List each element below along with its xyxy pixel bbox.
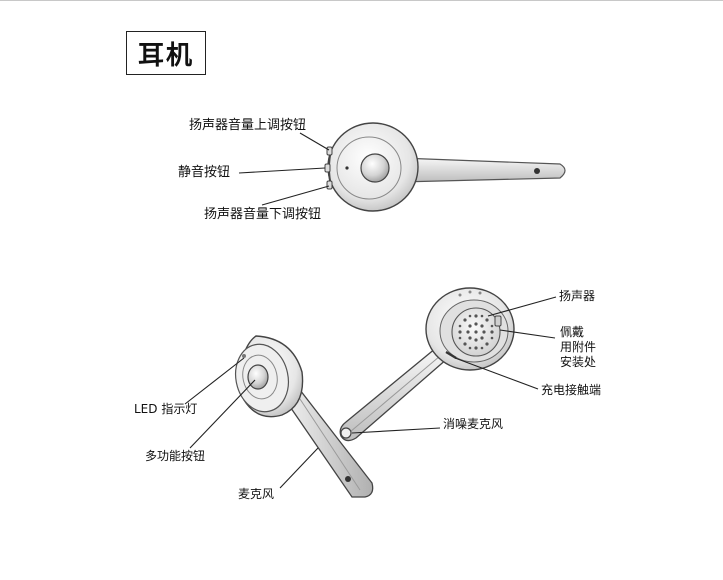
- center-button: [360, 153, 390, 183]
- mute-button: [324, 163, 331, 173]
- label-wear-line1: 佩戴: [560, 325, 585, 339]
- label-speaker: 扬声器: [559, 289, 596, 303]
- top-leader-lines: [238, 132, 330, 206]
- volume-down-button: [326, 180, 333, 190]
- headset-top-view: [324, 122, 566, 212]
- label-wear-line2: 用附件: [560, 340, 597, 354]
- label-multifunction-button: 多功能按钮: [145, 449, 206, 463]
- label-volume-down: 扬声器音量下调按钮: [204, 207, 322, 222]
- label-volume-up: 扬声器音量上调按钮: [189, 118, 307, 133]
- mic-port: [345, 476, 351, 482]
- label-led: LED 指示灯: [134, 402, 198, 416]
- multifunction-button: [247, 364, 269, 390]
- grille-holes: [458, 314, 494, 350]
- label-microphone: 麦克风: [238, 487, 275, 501]
- noise-cancel-mic: [340, 427, 352, 439]
- volume-up-button: [326, 146, 333, 156]
- right-leader-lines: [351, 296, 557, 434]
- label-noise-cancel-mic: 消噪麦克风: [443, 417, 504, 431]
- page-title: 耳机: [126, 31, 206, 75]
- headset-front-view: [235, 335, 374, 498]
- label-mute: 静音按钮: [178, 165, 231, 180]
- led-indicator: [242, 354, 246, 358]
- wear-attachment-mount: [494, 315, 502, 327]
- label-wear-line3: 安装处: [560, 355, 597, 369]
- boom-mic-hole: [534, 168, 540, 174]
- left-leader-lines: [184, 357, 319, 489]
- top-divider: [0, 0, 723, 1]
- label-charging-contacts: 充电接触端: [541, 383, 602, 397]
- charging-contacts: [445, 351, 457, 359]
